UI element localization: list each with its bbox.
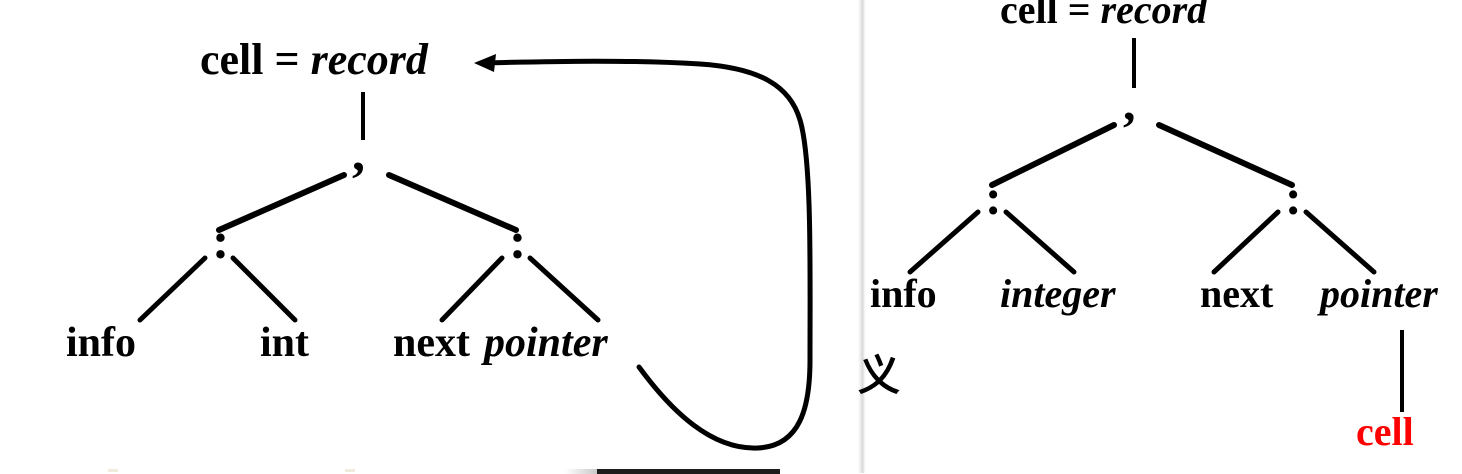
left-diagram-edges — [137, 54, 813, 451]
right-colon-node-2: : — [1285, 169, 1302, 225]
bottom-artifact-1 — [108, 469, 118, 472]
left-comma-node: , — [352, 125, 365, 182]
pointer-target-cell-label: cell — [1356, 409, 1414, 454]
left-root-keyword: cell = — [200, 35, 300, 84]
left-root-type: record — [310, 35, 428, 84]
left-colon-node-1: : — [212, 213, 230, 270]
right-colon-node-1: : — [985, 169, 1002, 225]
right-comma-node: , — [1123, 75, 1136, 131]
panel-divider — [858, 0, 866, 473]
edge-right-colon-to-pointer — [1303, 209, 1377, 275]
left-diagram-panel: cell = record , : : info int next pointe… — [66, 38, 813, 474]
margin-cjk-fragment: 义 — [858, 351, 901, 400]
right-root-type: record — [1100, 0, 1208, 32]
left-leaf-field-info: info — [66, 320, 137, 366]
left-root-label: cell = record — [200, 38, 428, 82]
back-edge-path — [478, 58, 813, 451]
right-leaf-type-integer: integer — [1000, 271, 1116, 316]
edge-comma-to-left-colon — [216, 172, 347, 233]
right-diagram-panel: cell = record , : : info integer next po… — [858, 0, 1462, 473]
left-leaf-type-int: int — [260, 320, 310, 366]
edge-left-colon-to-info — [907, 209, 981, 275]
bottom-bar-fade — [565, 469, 597, 474]
right-leaf-field-next: next — [1200, 271, 1274, 316]
left-leaf-type-pointer: pointer — [484, 320, 608, 366]
right-leaf-type-pointer: pointer — [1320, 271, 1438, 316]
edge-right-colon-to-pointer — [527, 255, 601, 323]
edge-comma-to-left-colon — [989, 122, 1117, 188]
edge-left-colon-to-int — [230, 255, 298, 323]
right-root-label: cell = record — [1000, 0, 1207, 30]
edge-comma-to-right-colon — [386, 172, 519, 233]
left-leaf-field-next: next — [393, 320, 470, 366]
edge-right-colon-to-next — [439, 255, 505, 323]
edge-left-colon-to-info — [137, 255, 208, 323]
edge-left-colon-to-integer — [1003, 209, 1077, 275]
edge-right-colon-to-next — [1211, 209, 1281, 275]
right-diagram-edges — [907, 38, 1404, 412]
edge-comma-to-right-colon — [1156, 122, 1295, 188]
right-leaf-field-info: info — [870, 271, 937, 316]
bottom-bar — [597, 469, 780, 474]
right-root-keyword: cell = — [1000, 0, 1091, 32]
bottom-artifact-2 — [345, 469, 355, 472]
left-colon-node-2: : — [509, 213, 527, 270]
back-edge-arrowhead-icon — [474, 54, 496, 72]
